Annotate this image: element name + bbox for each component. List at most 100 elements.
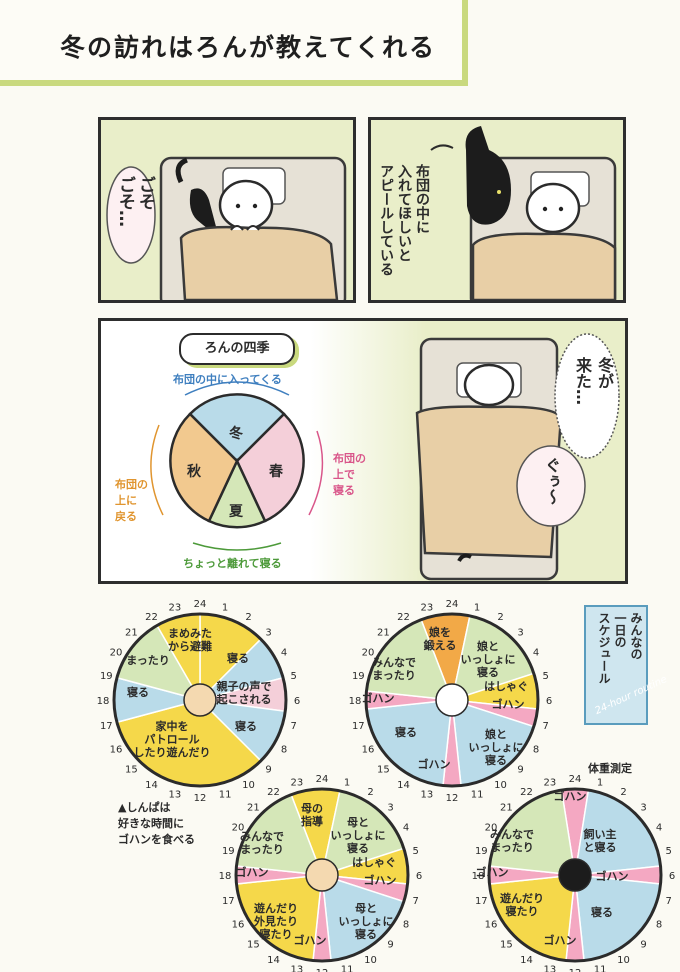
page-title: 冬の訪れはろんが教えてくれる bbox=[60, 33, 437, 62]
owner-head bbox=[218, 179, 274, 231]
clock-activity-line: 寝る bbox=[477, 665, 499, 679]
clock-activity-line: ゴハン bbox=[418, 757, 451, 771]
season-winter bbox=[188, 393, 286, 463]
clock-hour-label: 15 bbox=[125, 765, 138, 776]
clock-activity-line: 母と bbox=[355, 902, 377, 915]
clock-activity-label: 寝る bbox=[591, 905, 613, 919]
clock-activity-line: まったり bbox=[240, 843, 284, 856]
clock-activity-line: まめみた bbox=[168, 627, 212, 640]
schedule-title: みんなの一日のスケジュール bbox=[596, 612, 644, 684]
narration-line-2: 入れてほしいと bbox=[396, 164, 412, 262]
note-line-1: ▲しんぱは bbox=[118, 801, 171, 814]
clock-activity-label: ゴハン bbox=[418, 757, 451, 771]
clock-rim bbox=[234, 787, 410, 963]
clock-activity-label: 娘を鍛える bbox=[424, 625, 457, 652]
narration-line-3: アピールしている bbox=[378, 164, 394, 276]
clock-hour-label: 19 bbox=[100, 671, 113, 682]
clock-activity-line: みんなで bbox=[240, 830, 284, 843]
narration-appeal: 布団の中に 入れてほしいと アピールしている bbox=[377, 164, 431, 276]
clock-activity-label: ゴハン bbox=[596, 869, 629, 883]
clock-hour-label: 20 bbox=[362, 648, 375, 659]
clock-hour-label: 17 bbox=[352, 721, 365, 732]
clock-hour-label: 8 bbox=[281, 745, 287, 756]
clock-activity-label: ゴハン bbox=[544, 933, 577, 947]
clock-hour-label: 12 bbox=[569, 968, 582, 972]
clock-hour-label: 17 bbox=[475, 896, 488, 907]
clock-hour-label: 1 bbox=[474, 602, 480, 613]
thought-winter-came: 冬が来た… bbox=[571, 357, 615, 405]
note-spring-3: 寝る bbox=[333, 484, 355, 497]
clock-activity-line: ゴハン bbox=[544, 933, 577, 947]
seasons-wheel bbox=[150, 381, 324, 551]
clock-hour-label: 16 bbox=[485, 920, 498, 931]
note-spring: 布団の上で寝る bbox=[333, 451, 366, 499]
clock-activity-line: 娘と bbox=[477, 639, 499, 653]
clock-hour-label: 10 bbox=[242, 780, 255, 791]
clock-activity-line: 外見たり bbox=[253, 914, 298, 928]
clock-activity-line: まったり bbox=[126, 654, 170, 667]
clock-hour-label: 5 bbox=[666, 846, 672, 857]
clock-ron: 241234567891011121314151617181920212223ゴ… bbox=[472, 774, 676, 972]
schedule-title-box bbox=[584, 605, 648, 725]
note-line-3: ゴハンを食べる bbox=[118, 833, 195, 846]
clock-hour-label: 14 bbox=[520, 955, 533, 966]
clock-hour-label: 11 bbox=[594, 965, 607, 972]
narration-line-1: 布団の中に bbox=[414, 164, 430, 234]
clock-hour-label: 13 bbox=[544, 965, 557, 972]
clock-activity-line: ゴハン bbox=[364, 873, 397, 887]
clock-hour-label: 13 bbox=[291, 965, 304, 972]
schedule-title-2: 一日の bbox=[613, 612, 627, 648]
clock-hour-label: 7 bbox=[291, 721, 297, 732]
clock-activity-line: みんなで bbox=[490, 828, 534, 841]
cat-silhouette bbox=[189, 188, 219, 238]
clock-activity-line: 寝る bbox=[395, 725, 417, 739]
clock-activity-line: 寝る bbox=[235, 719, 257, 733]
clock-hour-label: 21 bbox=[125, 627, 138, 638]
clock-hour-label: 1 bbox=[597, 777, 603, 788]
clock-activity-line: いっしょに bbox=[339, 915, 394, 928]
snore-text: ぐぅ〜 bbox=[542, 457, 561, 505]
clock-activity-label: 母といっしょに寝る bbox=[331, 816, 386, 855]
clock-hour-label: 24 bbox=[569, 774, 582, 785]
clock-hour-label: 7 bbox=[543, 721, 549, 732]
clock-hour-label: 24 bbox=[446, 599, 459, 610]
clock-activity-line: ゴハン bbox=[476, 865, 509, 879]
seasons-heading-text: ろんの四季 bbox=[204, 341, 270, 356]
clock-hour-label: 20 bbox=[232, 823, 245, 834]
clock-hour-label: 17 bbox=[222, 896, 235, 907]
clock-haha: 241234567891011121314151617181920212223母… bbox=[219, 774, 423, 972]
clock-hour-label: 23 bbox=[169, 602, 182, 613]
clock-activity-label: ゴハン bbox=[362, 691, 395, 705]
clock-activity-label: ゴハン bbox=[554, 789, 587, 803]
clock-hour-label: 14 bbox=[145, 780, 158, 791]
clock-hour-label: 20 bbox=[485, 823, 498, 834]
clock-hour-label: 8 bbox=[656, 920, 662, 931]
clock-activity-label: 寝る bbox=[127, 685, 149, 699]
clock-hour-label: 9 bbox=[265, 765, 271, 776]
clock-hour-label: 9 bbox=[387, 940, 393, 951]
note-spring-2: 上で bbox=[333, 468, 355, 481]
clock-hour-label: 11 bbox=[341, 965, 354, 972]
clock-activity-line: いっしょに bbox=[469, 741, 524, 754]
clock-hour-label: 13 bbox=[421, 790, 434, 801]
note-summer: ちょっと離れて寝る bbox=[183, 557, 282, 570]
clock-activity-line: 寝る bbox=[355, 927, 377, 941]
clock-activity-line: みんなで bbox=[372, 656, 416, 669]
clock-hour-label: 22 bbox=[397, 612, 410, 623]
clock-activity-label: ゴハン bbox=[294, 933, 327, 947]
cat-face-icon bbox=[558, 858, 592, 892]
clock-hour-label: 11 bbox=[219, 790, 232, 801]
shinpa-note: ▲しんぱは好きな時間にゴハンを食べる bbox=[118, 800, 195, 848]
clock-hour-label: 12 bbox=[446, 793, 459, 804]
note-autumn-3: 戻る bbox=[115, 510, 137, 523]
clock-activity-line: いっしょに bbox=[461, 653, 516, 666]
note-autumn-1: 布団の bbox=[115, 478, 148, 491]
clock-activity-label: 親子の声で起こされる bbox=[216, 679, 272, 706]
clock-hour-label: 10 bbox=[494, 780, 507, 791]
clock-hour-label: 2 bbox=[620, 787, 626, 798]
clock-activity-label: まったり bbox=[126, 654, 170, 667]
clock-hour-label: 19 bbox=[475, 846, 488, 857]
clock-activity-label: 娘といっしょに寝る bbox=[461, 639, 516, 679]
clock-activity-line: 寝る bbox=[591, 905, 613, 919]
